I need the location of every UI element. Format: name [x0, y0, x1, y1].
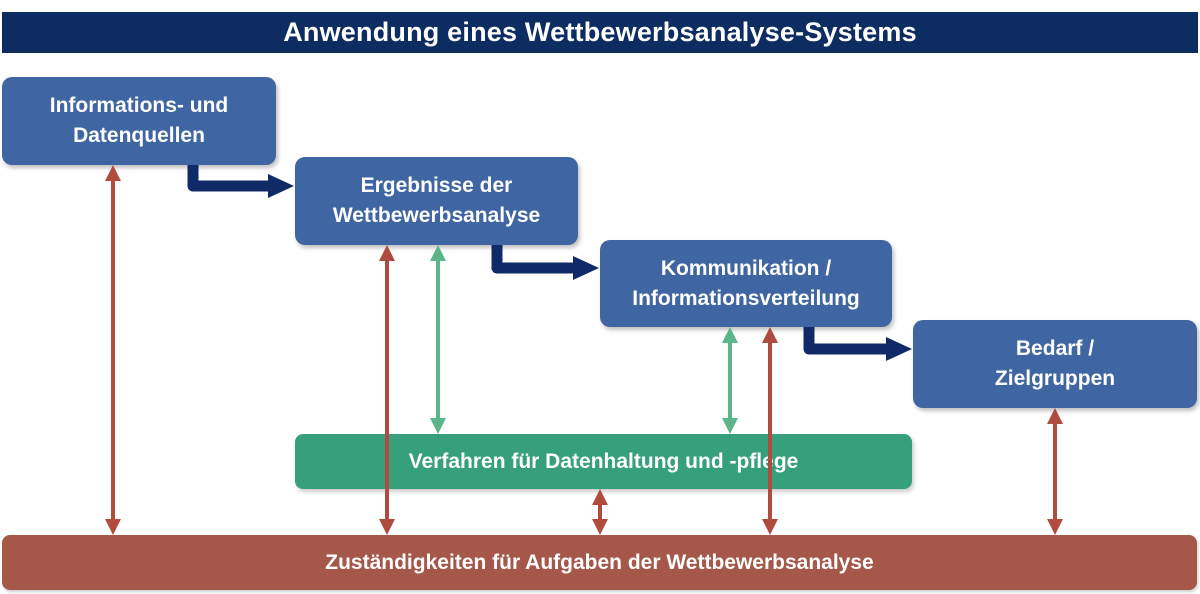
step-label-line2: Zielgruppen	[994, 367, 1116, 390]
step-communication: Kommunikation / Informationsverteilung	[600, 240, 892, 327]
step-label-line1: Informations- und	[49, 94, 229, 117]
flow-arrow-2-to-3	[491, 245, 599, 280]
data-maintenance-bar: Verfahren für Datenhaltung und -pflege	[295, 434, 912, 489]
flow-arrow-1-to-2	[187, 165, 294, 198]
step-label-line2: Informationsverteilung	[632, 286, 860, 310]
flow-arrow-3-to-4	[803, 327, 912, 361]
responsibilities-bar: Zuständigkeiten für Aufgaben der Wettbew…	[2, 535, 1197, 590]
step-label-line1: Bedarf /	[1015, 337, 1095, 360]
step-demand-target-groups: Bedarf / Zielgruppen	[913, 320, 1197, 408]
step-label-line2: Datenquellen	[73, 124, 205, 147]
step-label-line2: Wettbewerbsanalyse	[332, 204, 541, 227]
step-label-line1: Kommunikation /	[660, 256, 832, 280]
diagram-title: Anwendung eines Wettbewerbsanalyse-Syste…	[2, 12, 1198, 53]
step-label-line1: Ergebnisse der	[360, 174, 513, 197]
